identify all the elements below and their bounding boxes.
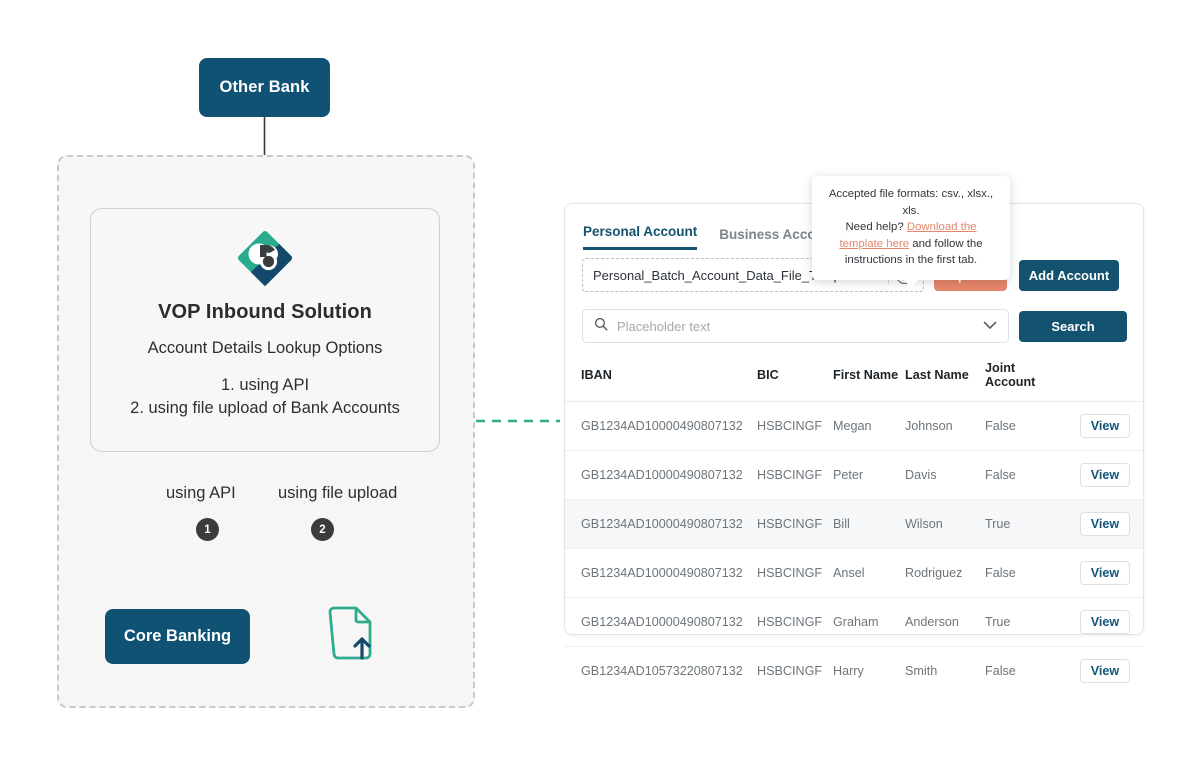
column-header-last-name: Last Name <box>905 355 985 402</box>
cell-last-name: Rodriguez <box>905 548 985 598</box>
other-bank-label: Other Bank <box>219 78 310 96</box>
accounts-table-head: IBAN BIC First Name Last Name Joint Acco… <box>565 355 1143 402</box>
cell-first-name: Bill <box>833 499 905 549</box>
view-button[interactable]: View <box>1079 610 1131 634</box>
cell-iban: GB1234AD10573220807132 <box>581 664 743 678</box>
cell-iban: GB1234AD10000490807132 <box>565 499 757 549</box>
account-type-tabs: Personal Account Business Account <box>565 204 1143 250</box>
cell-first-name: Graham <box>833 597 905 647</box>
column-header-actions <box>1067 355 1143 402</box>
vop-card-subtitle: Account Details Lookup Options <box>147 339 383 357</box>
file-format-tooltip: Accepted file formats: csv., xlsx., xls.… <box>812 176 1010 286</box>
vop-card-title: VOP Inbound Solution <box>158 301 372 323</box>
cell-bic: HSBCINGF <box>757 548 833 598</box>
column-header-first-name: First Name <box>833 355 905 402</box>
cell-actions: View <box>1067 401 1143 451</box>
cell-iban: GB1234AD10000490807132 <box>565 450 757 500</box>
tooltip-line-1: Accepted file formats: csv., xlsx., xls. <box>828 188 994 217</box>
cell-bic: HSBCINGF <box>757 597 833 647</box>
chevron-down-icon[interactable] <box>983 317 997 335</box>
core-banking-node: Core Banking <box>105 609 250 664</box>
selected-file-name: Personal_Batch_Account_Data_File_Templat… <box>593 267 864 283</box>
column-header-iban: IBAN <box>565 355 757 402</box>
cell-iban: GB1234AD10000490807132 <box>565 597 757 647</box>
cell-bic: HSBCINGF <box>757 450 833 500</box>
cell-last-name: Anderson <box>905 597 985 647</box>
cell-bic: HSBCINGF <box>757 401 833 451</box>
vop-option-1: 1. using API <box>220 376 310 394</box>
vop-option-2: 2. using file upload of Bank Accounts <box>130 399 400 417</box>
tooltip-line-2: Need help? Download the template here an… <box>824 219 998 269</box>
cell-last-name: Smith <box>905 664 938 678</box>
cell-first-name: Harry <box>833 664 864 678</box>
search-icon <box>594 317 608 336</box>
column-header-bic: BIC <box>757 355 833 402</box>
tooltip-suffix: and follow the instructions in the first… <box>844 237 983 267</box>
column-header-joint-account: Joint Account <box>985 355 1067 402</box>
cell-actions: View <box>1067 597 1143 647</box>
cell-last-name: Wilson <box>905 499 985 549</box>
accounts-table: IBAN BIC First Name Last Name Joint Acco… <box>565 355 1143 695</box>
cell-joint-account: False <box>985 664 1016 678</box>
view-button[interactable]: View <box>1079 463 1131 487</box>
table-header-row: IBAN BIC First Name Last Name Joint Acco… <box>565 355 1143 402</box>
cell-bic: HSBCINGF <box>757 499 833 549</box>
vop-inbound-solution-card: VOP Inbound Solution Account Details Loo… <box>90 208 440 452</box>
other-bank-node: Other Bank <box>199 58 330 117</box>
cell-actions: View <box>1067 499 1143 549</box>
cell-joint-account: True <box>985 499 1067 549</box>
step-badge-2: 2 <box>311 518 334 541</box>
vop-options-list: 1. using API 2. using file upload of Ban… <box>130 374 400 420</box>
cell-joint-account: False <box>985 401 1067 451</box>
view-button[interactable]: View <box>1079 561 1131 585</box>
branch-label-api: using API <box>166 484 236 502</box>
cell-bic: HSBCINGF <box>757 664 823 678</box>
cell-first-name: Megan <box>833 401 905 451</box>
view-button[interactable]: View <box>1079 659 1131 683</box>
core-banking-label: Core Banking <box>123 627 232 645</box>
cell-first-name: Peter <box>833 450 905 500</box>
cell-joint-account: True <box>985 597 1067 647</box>
cell-last-name: Johnson <box>905 401 985 451</box>
vop-architecture-diagram: Other Bank VOP Inbound Solution Acco <box>0 0 560 761</box>
table-row[interactable]: GB1234AD10573220807132 HSBCINGF Harry Smith… <box>565 647 1143 696</box>
step-badge-1: 1 <box>196 518 219 541</box>
tab-personal-account[interactable]: Personal Account <box>583 224 698 250</box>
cell-iban: GB1234AD10000490807132 <box>565 401 757 451</box>
cell-iban: GB1234AD10000490807132 <box>565 548 757 598</box>
search-row: Placeholder text Search <box>565 292 1143 343</box>
cell-first-name: Ansel <box>833 548 905 598</box>
cell-actions: View <box>1067 647 1143 696</box>
add-account-button[interactable]: Add Account <box>1019 259 1119 291</box>
tooltip-prefix: Need help? <box>845 221 907 233</box>
cell-actions: View <box>1067 450 1143 500</box>
tab-personal-account-label: Personal Account <box>583 224 698 239</box>
view-button[interactable]: View <box>1079 414 1131 438</box>
branch-label-file-upload: using file upload <box>278 484 398 502</box>
tab-business-account[interactable]: Business Account <box>719 227 836 250</box>
cell-actions: View <box>1067 548 1143 598</box>
cell-joint-account: False <box>985 450 1067 500</box>
search-input-wrapper[interactable]: Placeholder text <box>582 309 1009 343</box>
file-upload-icon <box>320 604 382 666</box>
tab-business-account-label: Business Account <box>719 227 837 242</box>
download-template-link[interactable]: Download the template here <box>839 221 977 250</box>
view-button[interactable]: View <box>1079 512 1131 536</box>
vop-brand-logo-icon <box>236 229 294 287</box>
search-input[interactable]: Placeholder text <box>617 318 711 334</box>
search-button[interactable]: Search <box>1019 310 1127 342</box>
cell-joint-account: False <box>985 548 1067 598</box>
cell-last-name: Davis <box>905 450 985 500</box>
